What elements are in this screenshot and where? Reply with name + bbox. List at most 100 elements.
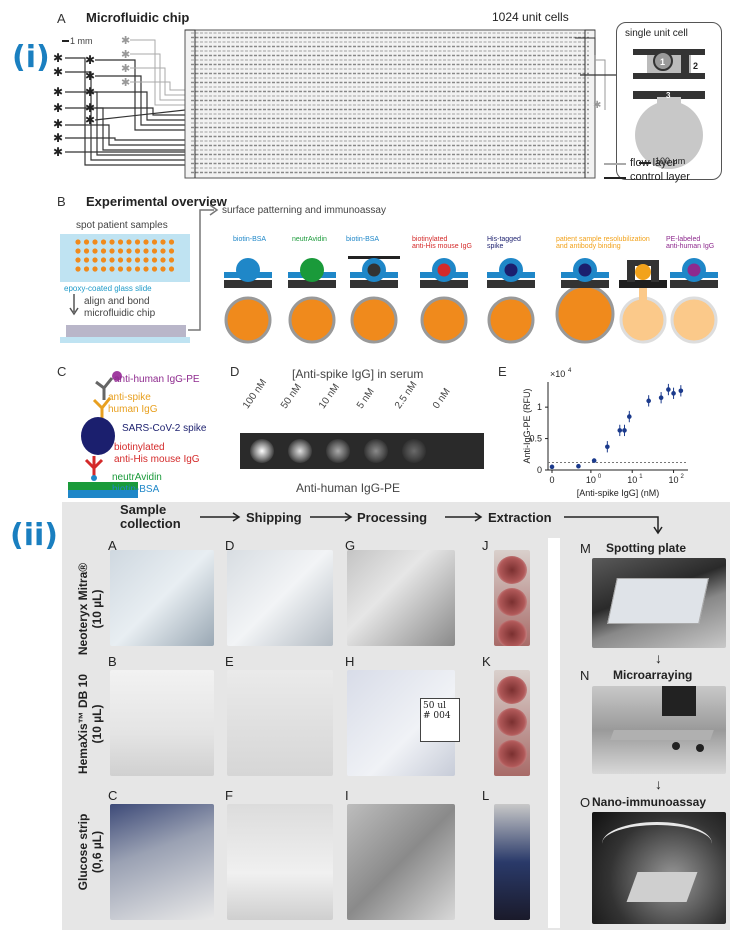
photo-f bbox=[227, 804, 333, 920]
step-label-3: biotin-BSA bbox=[346, 236, 380, 243]
schematic-label-3: human IgG bbox=[108, 404, 158, 415]
step-icon-1 bbox=[224, 258, 272, 344]
unit-cell-diagram: 1 2 3 bbox=[633, 49, 705, 169]
note-line-1: 50 ul bbox=[423, 701, 446, 711]
extraction-tube-1-2 bbox=[497, 740, 527, 768]
concentration-label-5: 2.5 nM bbox=[392, 379, 420, 411]
photo-g bbox=[347, 550, 455, 646]
arrow-m-n: ↓ bbox=[655, 650, 662, 666]
workflow-processing: Processing bbox=[357, 510, 428, 525]
svg-text:✱: ✱ bbox=[85, 69, 95, 83]
schematic-label-7: neutrAvidin bbox=[112, 472, 162, 483]
svg-text:✱: ✱ bbox=[53, 131, 63, 145]
data-point-8 bbox=[658, 395, 664, 401]
glass-slide-diagram bbox=[60, 234, 190, 343]
photo-letter-e: E bbox=[225, 654, 234, 669]
step-icon-8 bbox=[670, 258, 718, 344]
extraction-tube-0-1 bbox=[497, 588, 527, 616]
row-label-neoteryx: Neoteryx Mitra® (10 µL) bbox=[76, 562, 104, 656]
photo-letter-d: D bbox=[225, 538, 235, 553]
data-point-4 bbox=[617, 428, 623, 433]
svg-text:✱: ✱ bbox=[85, 113, 95, 127]
fluorescence-spot-3 bbox=[326, 439, 350, 463]
panel-b-title: Experimental overview bbox=[86, 194, 227, 209]
panel-n-title: Microarraying bbox=[613, 668, 693, 682]
concentration-label-1: 100 nM bbox=[240, 377, 270, 411]
align-label-2: microfluidic chip bbox=[84, 308, 156, 319]
handwritten-note: 50 ul# 004 bbox=[420, 698, 460, 742]
panel-a-title: Microfluidic chip bbox=[86, 10, 190, 25]
concentration-label-3: 10 nM bbox=[316, 381, 342, 411]
concentration-label-2: 50 nM bbox=[278, 381, 304, 411]
extraction-tube-0-0 bbox=[497, 556, 527, 584]
workflow-sample: Sample collection bbox=[120, 502, 181, 531]
photo-spotting-plate bbox=[592, 558, 726, 648]
photo-b bbox=[110, 670, 214, 776]
data-point-0 bbox=[549, 464, 555, 470]
row-label-hemaxis: HemaXis™ DB 10 (10 µL) bbox=[76, 673, 104, 775]
panel-b-letter: B bbox=[57, 194, 66, 209]
step-icon-2 bbox=[288, 258, 336, 344]
panel-o-title: Nano-immunoassay bbox=[592, 795, 707, 809]
legend-control-label: control layer bbox=[630, 171, 690, 183]
x-tick-exp-1: 0 bbox=[598, 474, 602, 480]
inset-scale-bar bbox=[639, 162, 651, 164]
step-label-1: biotin-BSA bbox=[233, 236, 267, 243]
schematic-label-2: anti-spike bbox=[108, 392, 151, 403]
x-tick-label-0: 0 bbox=[549, 475, 554, 485]
y-tick-label-2: 1 bbox=[537, 402, 542, 412]
photo-microarraying bbox=[592, 686, 726, 774]
panel-d-title: [Anti-spike IgG] in serum bbox=[292, 367, 424, 381]
x-axis-label: [Anti-spike IgG] (nM) bbox=[577, 488, 660, 498]
panel-e-letter: E bbox=[498, 364, 507, 379]
photo-k bbox=[494, 670, 530, 776]
svg-text:✱: ✱ bbox=[53, 101, 63, 115]
fluorescence-image bbox=[240, 433, 484, 469]
svg-text:✱: ✱ bbox=[121, 76, 130, 89]
schematic-label-8: biotin-BSA bbox=[112, 484, 160, 495]
photo-letter-k: K bbox=[482, 654, 491, 669]
step-icon-6 bbox=[555, 258, 615, 344]
data-point-2 bbox=[591, 458, 597, 463]
panel-d-caption: Anti-human IgG-PE bbox=[296, 481, 401, 495]
fluorescence-spot-2 bbox=[288, 439, 312, 463]
svg-text:✱: ✱ bbox=[53, 51, 63, 65]
x-tick-exp-3: 2 bbox=[681, 474, 685, 480]
photo-letter-i: I bbox=[345, 788, 349, 803]
microfluidic-chip-diagram: ✱✱✱ ✱✱✱ ✱ ✱✱✱ ✱✱ ✱✱✱✱ ✱ bbox=[53, 29, 625, 179]
photo-a bbox=[110, 550, 214, 646]
single-unit-cell-title: single unit cell bbox=[625, 28, 688, 39]
note-line-2: # 004 bbox=[423, 711, 451, 721]
data-point-7 bbox=[646, 398, 651, 404]
x-tick-label-1: 10 bbox=[586, 475, 596, 485]
schematic-label-5: biotinylated bbox=[114, 442, 165, 453]
workflow-shipping: Shipping bbox=[246, 510, 302, 525]
concentration-label-6: 0 nM bbox=[430, 386, 453, 411]
svg-text:✱: ✱ bbox=[121, 34, 130, 47]
scale-bar bbox=[62, 40, 69, 42]
slide-label: epoxy-coated glass slide bbox=[64, 284, 152, 293]
svg-text:✱: ✱ bbox=[53, 117, 63, 131]
step-icon-3 bbox=[348, 256, 400, 344]
photo-letter-g: G bbox=[345, 538, 356, 553]
fluorescence-spot-4 bbox=[364, 439, 388, 463]
svg-text:✱: ✱ bbox=[593, 100, 601, 111]
data-point-6 bbox=[627, 414, 632, 419]
extraction-tube-1-1 bbox=[497, 708, 527, 736]
svg-text:✱: ✱ bbox=[85, 101, 95, 115]
assay-schematic bbox=[68, 371, 138, 498]
photo-letter-l: L bbox=[482, 788, 490, 803]
photo-letter-j: J bbox=[482, 538, 489, 553]
y-axis-label: Anti-IgG-PE (RFU) bbox=[522, 388, 532, 463]
legend-control-swatch bbox=[604, 177, 626, 179]
data-point-9 bbox=[666, 387, 671, 392]
data-point-3 bbox=[605, 444, 610, 450]
schematic-label-1: anti-human IgG-PE bbox=[114, 374, 200, 385]
step-label-2: neutrAvidin bbox=[292, 236, 327, 243]
panel-m-letter: M bbox=[580, 541, 591, 556]
extraction-tube-0-2 bbox=[497, 620, 527, 646]
